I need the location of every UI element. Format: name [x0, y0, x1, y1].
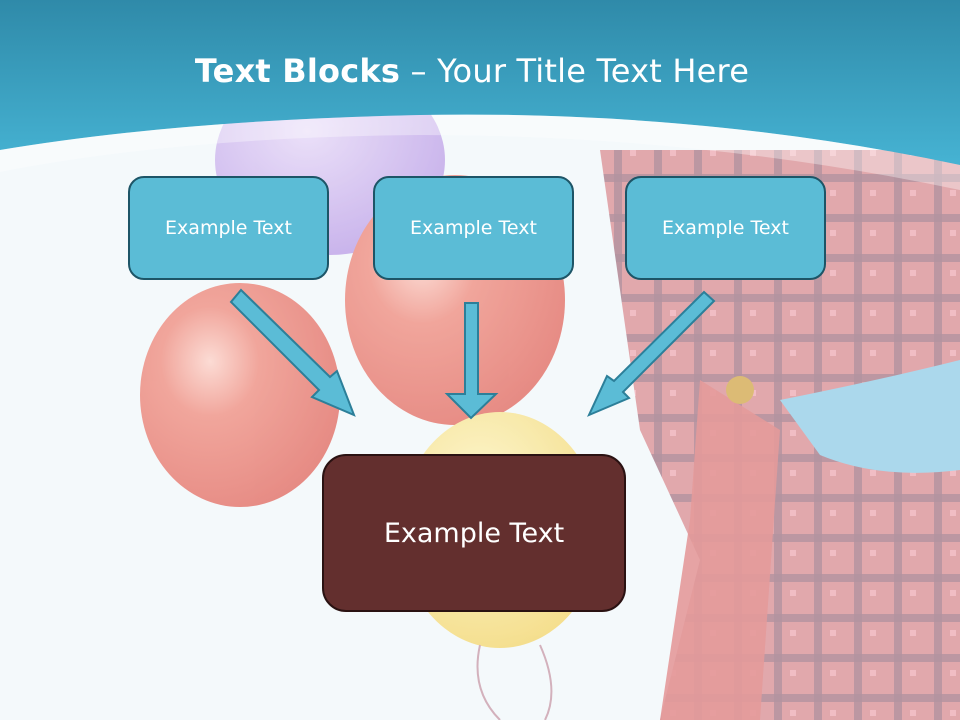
target-text-block[interactable]: Example Text [322, 454, 626, 612]
title-bold: Text Blocks [194, 52, 401, 90]
target-text-label: Example Text [383, 517, 565, 549]
arrow-left-icon [229, 288, 356, 417]
text-block-2-label: Example Text [410, 217, 537, 239]
header-band [0, 0, 960, 165]
clown-figure [600, 150, 960, 720]
arrow-right-icon [587, 290, 716, 417]
slide-title: Text Blocks – Your Title Text Here [0, 52, 944, 90]
arrow-down-icon [444, 302, 499, 420]
text-block-3-label: Example Text [662, 217, 789, 239]
text-block-1-label: Example Text [165, 217, 292, 239]
title-separator: – [410, 52, 427, 90]
title-rest: Your Title Text Here [437, 52, 750, 90]
text-block-3[interactable]: Example Text [625, 176, 826, 280]
header-swoosh [0, 114, 960, 190]
text-block-2[interactable]: Example Text [373, 176, 574, 280]
text-block-1[interactable]: Example Text [128, 176, 329, 280]
